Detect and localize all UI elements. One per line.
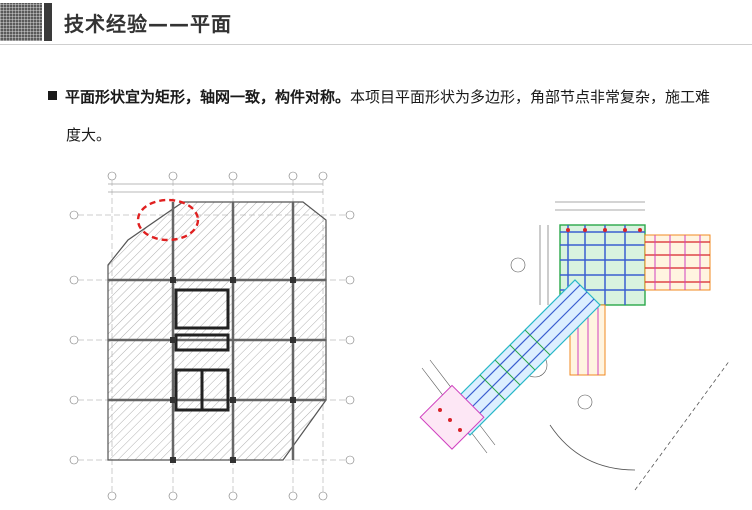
bullet-continuation: 度大。: [66, 126, 112, 144]
bullet-bold-text: 平面形状宜为矩形，轴网一致，构件对称。: [65, 88, 351, 106]
floor-plan-svg: [69, 171, 355, 501]
header-divider: [0, 44, 752, 45]
header-accent-bar: [44, 3, 52, 41]
node-detail-svg: [419, 201, 731, 491]
header: 技术经验——平面: [0, 0, 752, 45]
corner-node-detail-drawing: [400, 170, 745, 505]
bullet-square-icon: [48, 91, 57, 100]
header-logo-pattern: [0, 3, 42, 41]
bullet-paragraph: 平面形状宜为矩形，轴网一致，构件对称。本项目平面形状为多边形，角部节点非常复杂，…: [48, 78, 738, 116]
page-title: 技术经验——平面: [64, 12, 232, 36]
floor-plan-drawing: [68, 170, 358, 505]
bullet-normal-text: 本项目平面形状为多边形，角部节点非常复杂，施工难: [350, 88, 711, 106]
